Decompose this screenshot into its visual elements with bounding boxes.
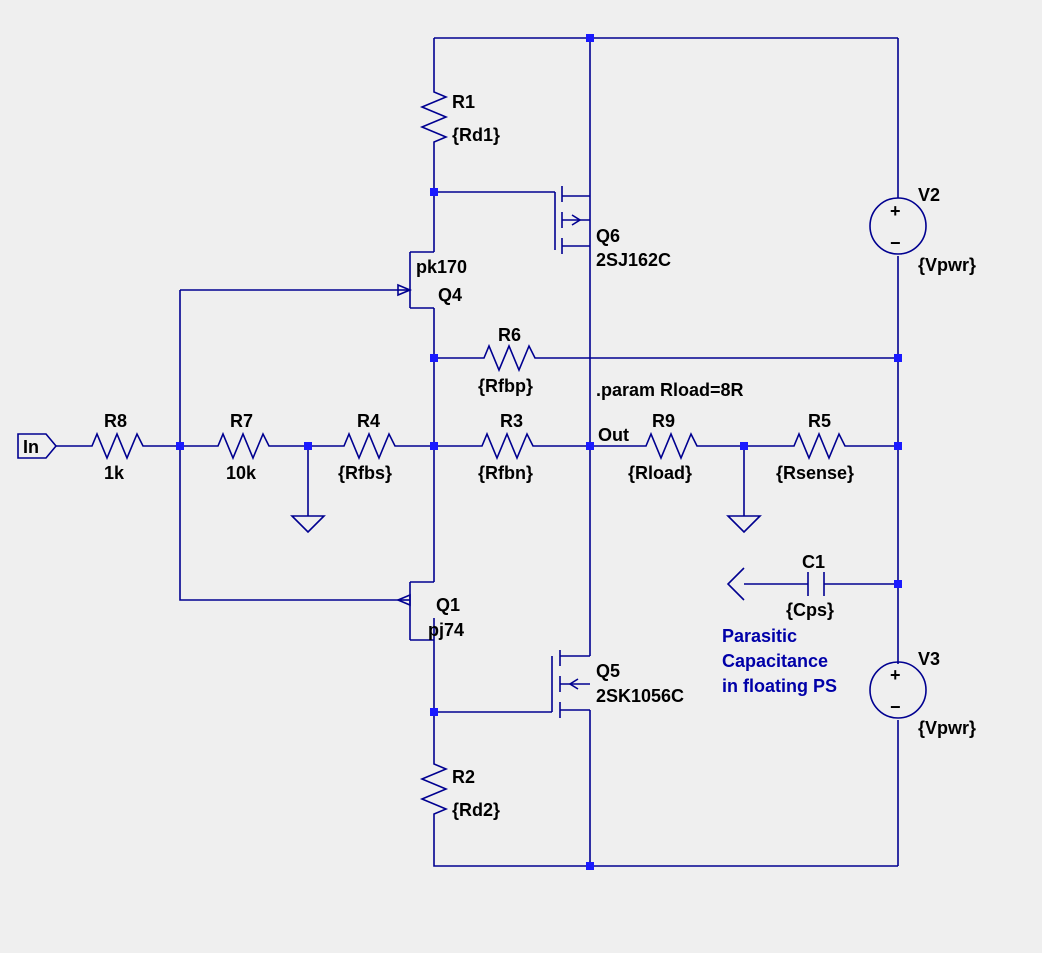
svg-text:R1: R1 xyxy=(452,92,475,112)
svg-text:R8: R8 xyxy=(104,411,127,431)
svg-text:R7: R7 xyxy=(230,411,253,431)
svg-text:pk170: pk170 xyxy=(416,257,467,277)
resistor-r3: R3 {Rfbn} xyxy=(476,411,540,483)
resistor-r7: R7 10k xyxy=(212,411,276,483)
svg-text:pj74: pj74 xyxy=(428,620,464,640)
resistor-r2: R2 {Rd2} xyxy=(419,760,500,820)
svg-text:Q1: Q1 xyxy=(436,595,460,615)
svg-text:{Vpwr}: {Vpwr} xyxy=(918,718,976,738)
ground-symbol-r9 xyxy=(726,515,762,534)
ground-symbol-r7 xyxy=(290,515,326,534)
capacitor-c1: C1 {Cps} xyxy=(726,552,834,620)
svg-text:R6: R6 xyxy=(498,325,521,345)
svg-text:R3: R3 xyxy=(500,411,523,431)
resistor-r8: R8 1k xyxy=(86,411,152,483)
mosfet-q6: Q6 2SJ162C xyxy=(554,186,671,270)
svg-text:{Rload}: {Rload} xyxy=(628,463,692,483)
svg-text:+: + xyxy=(890,665,901,685)
svg-text:R2: R2 xyxy=(452,767,475,787)
svg-text:Q5: Q5 xyxy=(596,661,620,681)
svg-text:R4: R4 xyxy=(357,411,380,431)
transistor-q4: pk170 Q4 xyxy=(397,251,467,309)
resistor-r1: R1 {Rd1} xyxy=(419,88,500,145)
svg-text:{Rfbs}: {Rfbs} xyxy=(338,463,392,483)
input-port: In xyxy=(17,433,58,459)
svg-text:+: + xyxy=(890,201,901,221)
mosfet-q5: Q5 2SK1056C xyxy=(551,650,684,718)
svg-text:Parasitic: Parasitic xyxy=(722,626,797,646)
svg-text:In: In xyxy=(23,437,39,457)
svg-text:−: − xyxy=(890,697,901,717)
resistor-r9: R9 {Rload} xyxy=(628,411,700,483)
voltage-source-v2: + − V2 {Vpwr} xyxy=(869,185,976,275)
svg-text:{Rfbp}: {Rfbp} xyxy=(478,376,533,396)
svg-text:{Cps}: {Cps} xyxy=(786,600,834,620)
svg-text:Q6: Q6 xyxy=(596,226,620,246)
svg-text:2SJ162C: 2SJ162C xyxy=(596,250,671,270)
resistor-r6: R6 {Rfbp} xyxy=(478,325,546,396)
svg-text:10k: 10k xyxy=(226,463,257,483)
svg-text:{Rd2}: {Rd2} xyxy=(452,800,500,820)
svg-text:in floating PS: in floating PS xyxy=(722,676,837,696)
svg-text:1k: 1k xyxy=(104,463,125,483)
svg-text:{Rfbn}: {Rfbn} xyxy=(478,463,533,483)
svg-text:R9: R9 xyxy=(652,411,675,431)
svg-text:2SK1056C: 2SK1056C xyxy=(596,686,684,706)
svg-text:Q4: Q4 xyxy=(438,285,462,305)
junction-dots xyxy=(176,34,902,870)
parasitic-note: Parasitic Capacitance in floating PS xyxy=(722,626,837,696)
svg-text:{Rd1}: {Rd1} xyxy=(452,125,500,145)
svg-text:V3: V3 xyxy=(918,649,940,669)
wires xyxy=(56,37,899,867)
svg-text:{Rsense}: {Rsense} xyxy=(776,463,854,483)
spice-directive: .param Rload=8R xyxy=(596,380,744,400)
out-net-label: Out xyxy=(598,425,629,445)
svg-text:V2: V2 xyxy=(918,185,940,205)
resistor-r4: R4 {Rfbs} xyxy=(338,411,404,483)
voltage-source-v3: + − V3 {Vpwr} xyxy=(869,649,976,738)
svg-text:−: − xyxy=(890,233,901,253)
svg-text:{Vpwr}: {Vpwr} xyxy=(918,255,976,275)
transistor-q1: Q1 pj74 xyxy=(395,581,464,641)
svg-text:Capacitance: Capacitance xyxy=(722,651,828,671)
svg-text:C1: C1 xyxy=(802,552,825,572)
resistor-r5: R5 {Rsense} xyxy=(776,411,854,483)
svg-text:R5: R5 xyxy=(808,411,831,431)
